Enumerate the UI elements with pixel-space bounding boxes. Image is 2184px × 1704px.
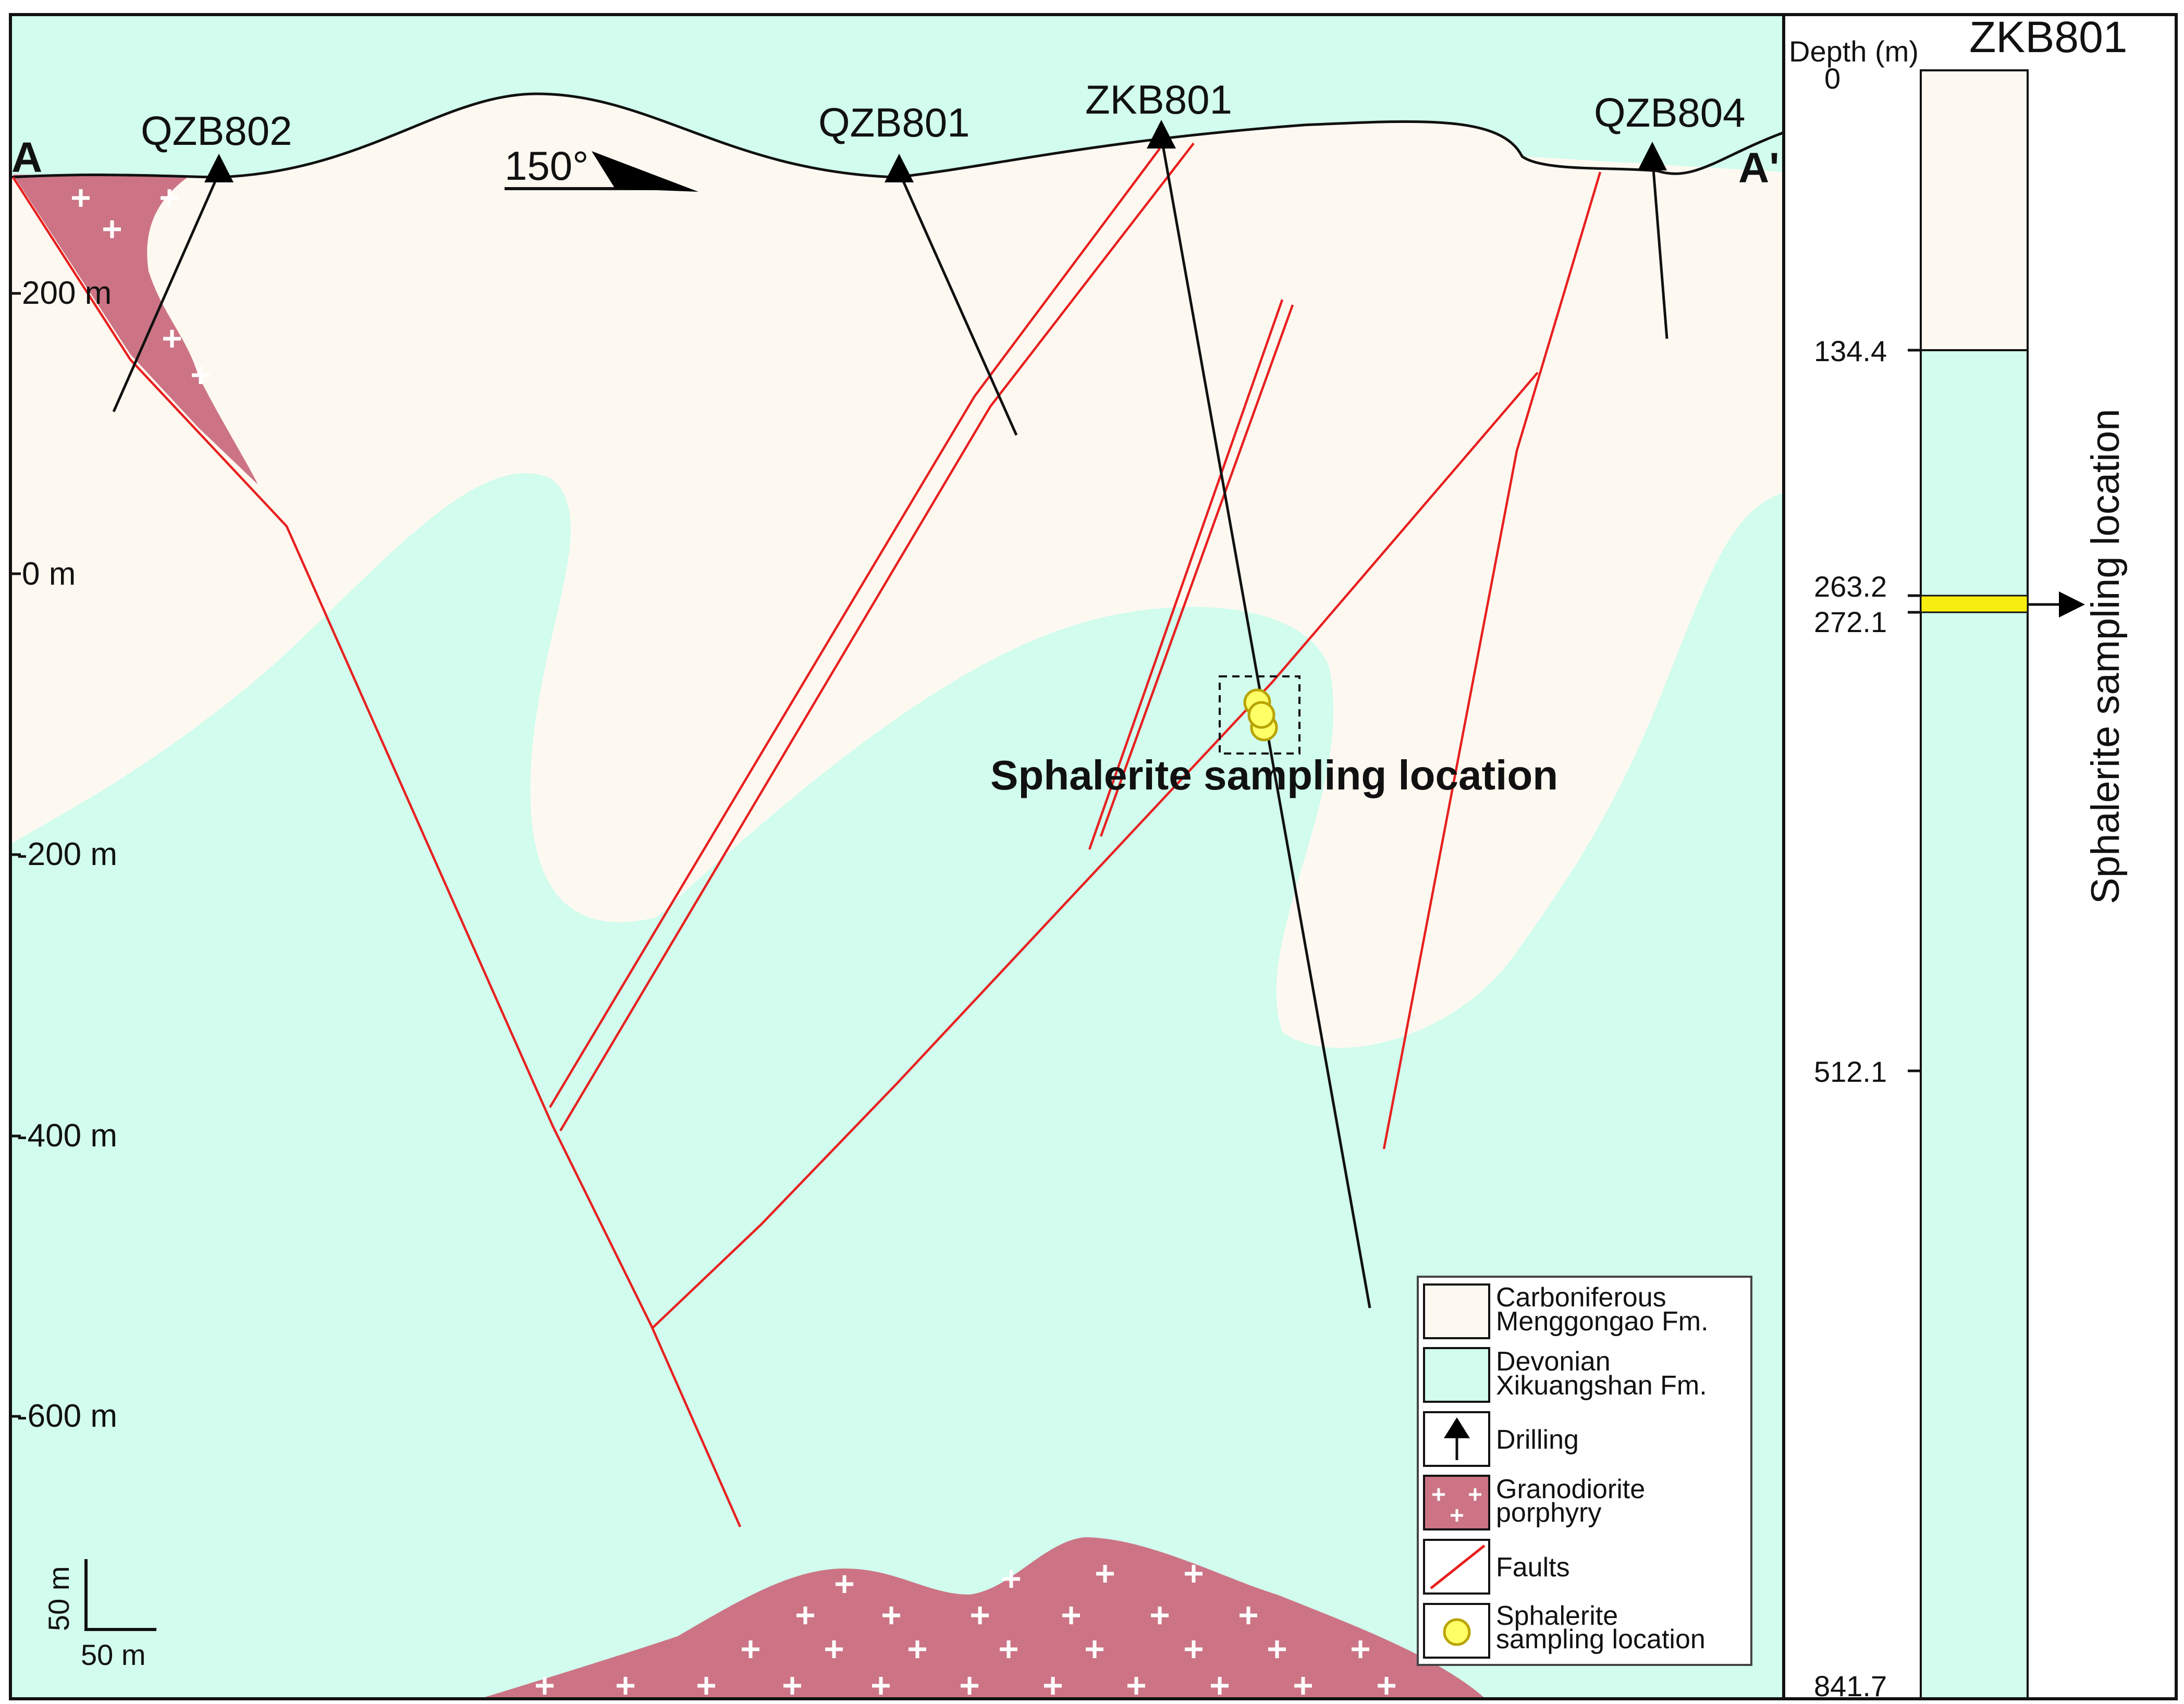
sampling-location-label: Sphalerite sampling location <box>990 752 1558 798</box>
granodiorite-lower <box>480 1537 1486 1699</box>
drill-column-panel: Depth (m) ZKB801 0 134.4 263.2 272.1 512… <box>1789 13 2128 1702</box>
drill-trace-qzb804 <box>1651 156 1668 339</box>
drill-trace-qzb802 <box>112 172 220 413</box>
column-sampling-label: Sphalerite sampling location <box>2083 409 2128 904</box>
legend-label: sampling location <box>1496 1624 1706 1654</box>
elevation-label: 0 m <box>22 556 76 592</box>
legend-label: Granodiorite <box>1496 1474 1645 1504</box>
elevation-label: -200 m <box>17 836 117 872</box>
column-sample-band <box>1920 595 2029 613</box>
drill-marker-icon <box>885 154 914 182</box>
cross-section-panel: QZB802 QZB801 ZKB801 QZB804 A A' 150° 20… <box>10 15 1784 1699</box>
depth-label: 0 <box>1824 62 1841 95</box>
topography-line <box>10 92 1783 179</box>
sample-point-icon <box>1443 1618 1471 1646</box>
section-end-label: A' <box>1738 144 1780 192</box>
depth-label: 512.1 <box>1814 1055 1887 1088</box>
carboniferous-swatch <box>1423 1283 1490 1339</box>
column-title: ZKB801 <box>1969 13 2128 61</box>
fault-line <box>1088 299 1284 850</box>
legend-frame <box>1417 1276 1752 1666</box>
legend-label: Carboniferous <box>1496 1282 1666 1313</box>
elevation-axis <box>10 292 21 1418</box>
legend-label: Faults <box>1496 1552 1570 1583</box>
sampling-arrow-icon <box>2059 591 2085 618</box>
sample-point-icon <box>1247 701 1275 729</box>
elevation-label: 200 m <box>22 275 112 311</box>
fault-line <box>12 176 742 1527</box>
drill-label-zkb801: ZKB801 <box>1085 77 1232 122</box>
faults <box>12 142 1602 1527</box>
depth-label: 263.2 <box>1814 570 1887 603</box>
column-devonian <box>1920 349 2029 1700</box>
legend-label: porphyry <box>1496 1498 1601 1528</box>
drill-trace-qzb801 <box>898 171 1018 436</box>
drill-marker-icon <box>1638 142 1667 170</box>
figure-frame <box>9 13 2178 1700</box>
elevation-label: -600 m <box>17 1398 117 1434</box>
orientation-indicator: 150° <box>505 143 698 192</box>
fault-line <box>1382 171 1602 1150</box>
sampling-location <box>1219 675 1300 755</box>
orientation-arrow-icon <box>592 151 698 192</box>
drill-markers <box>204 120 1667 182</box>
drill-label-qzb802: QZB802 <box>141 108 292 154</box>
drill-label-qzb804: QZB804 <box>1594 90 1745 135</box>
sampling-box <box>1219 675 1300 755</box>
depth-label: 272.1 <box>1814 606 1887 638</box>
column-carboniferous <box>1920 69 2029 351</box>
devonian-swatch <box>1423 1347 1490 1403</box>
carboniferous-unit <box>10 94 1784 1048</box>
granodiorite-upper <box>13 175 258 485</box>
fault-line <box>1099 304 1294 837</box>
scale-bar <box>84 1559 156 1631</box>
legend-label: Xikuangshan Fm. <box>1496 1370 1707 1401</box>
granodiorite-swatch-crosses <box>1432 1488 1481 1522</box>
legend: Carboniferous Menggongao Fm. Devonian Xi… <box>1417 1276 1752 1666</box>
fault-line <box>549 147 1161 1108</box>
legend-label: Drilling <box>1496 1425 1579 1455</box>
depth-label: 134.4 <box>1814 335 1887 367</box>
scale-bar-horizontal-label: 50 m <box>81 1638 146 1671</box>
depth-ticks <box>1908 349 1921 1072</box>
scale-bar-lines <box>84 1559 156 1631</box>
fault-line <box>559 142 1195 1132</box>
fault-line-icon <box>1430 1545 1486 1589</box>
legend-label: Sphalerite <box>1496 1601 1618 1631</box>
depth-header: Depth (m) <box>1789 35 1919 68</box>
orientation-label: 150° <box>505 143 588 189</box>
scale-bar-vertical-label: 50 m <box>42 1566 75 1632</box>
drill-marker-icon <box>1147 120 1176 149</box>
section-start-label: A <box>11 134 42 181</box>
granite-pattern <box>72 189 1395 1695</box>
depth-label: 841.7 <box>1814 1670 1887 1702</box>
elevation-label: -400 m <box>17 1118 117 1154</box>
fault-line <box>651 372 1539 1330</box>
drill-label-qzb801: QZB801 <box>818 100 970 145</box>
legend-label: Menggongao Fm. <box>1496 1306 1709 1337</box>
legend-label: Devonian <box>1496 1347 1611 1377</box>
drilling-arrow-icon <box>1444 1417 1470 1438</box>
drill-marker-icon <box>204 154 234 182</box>
